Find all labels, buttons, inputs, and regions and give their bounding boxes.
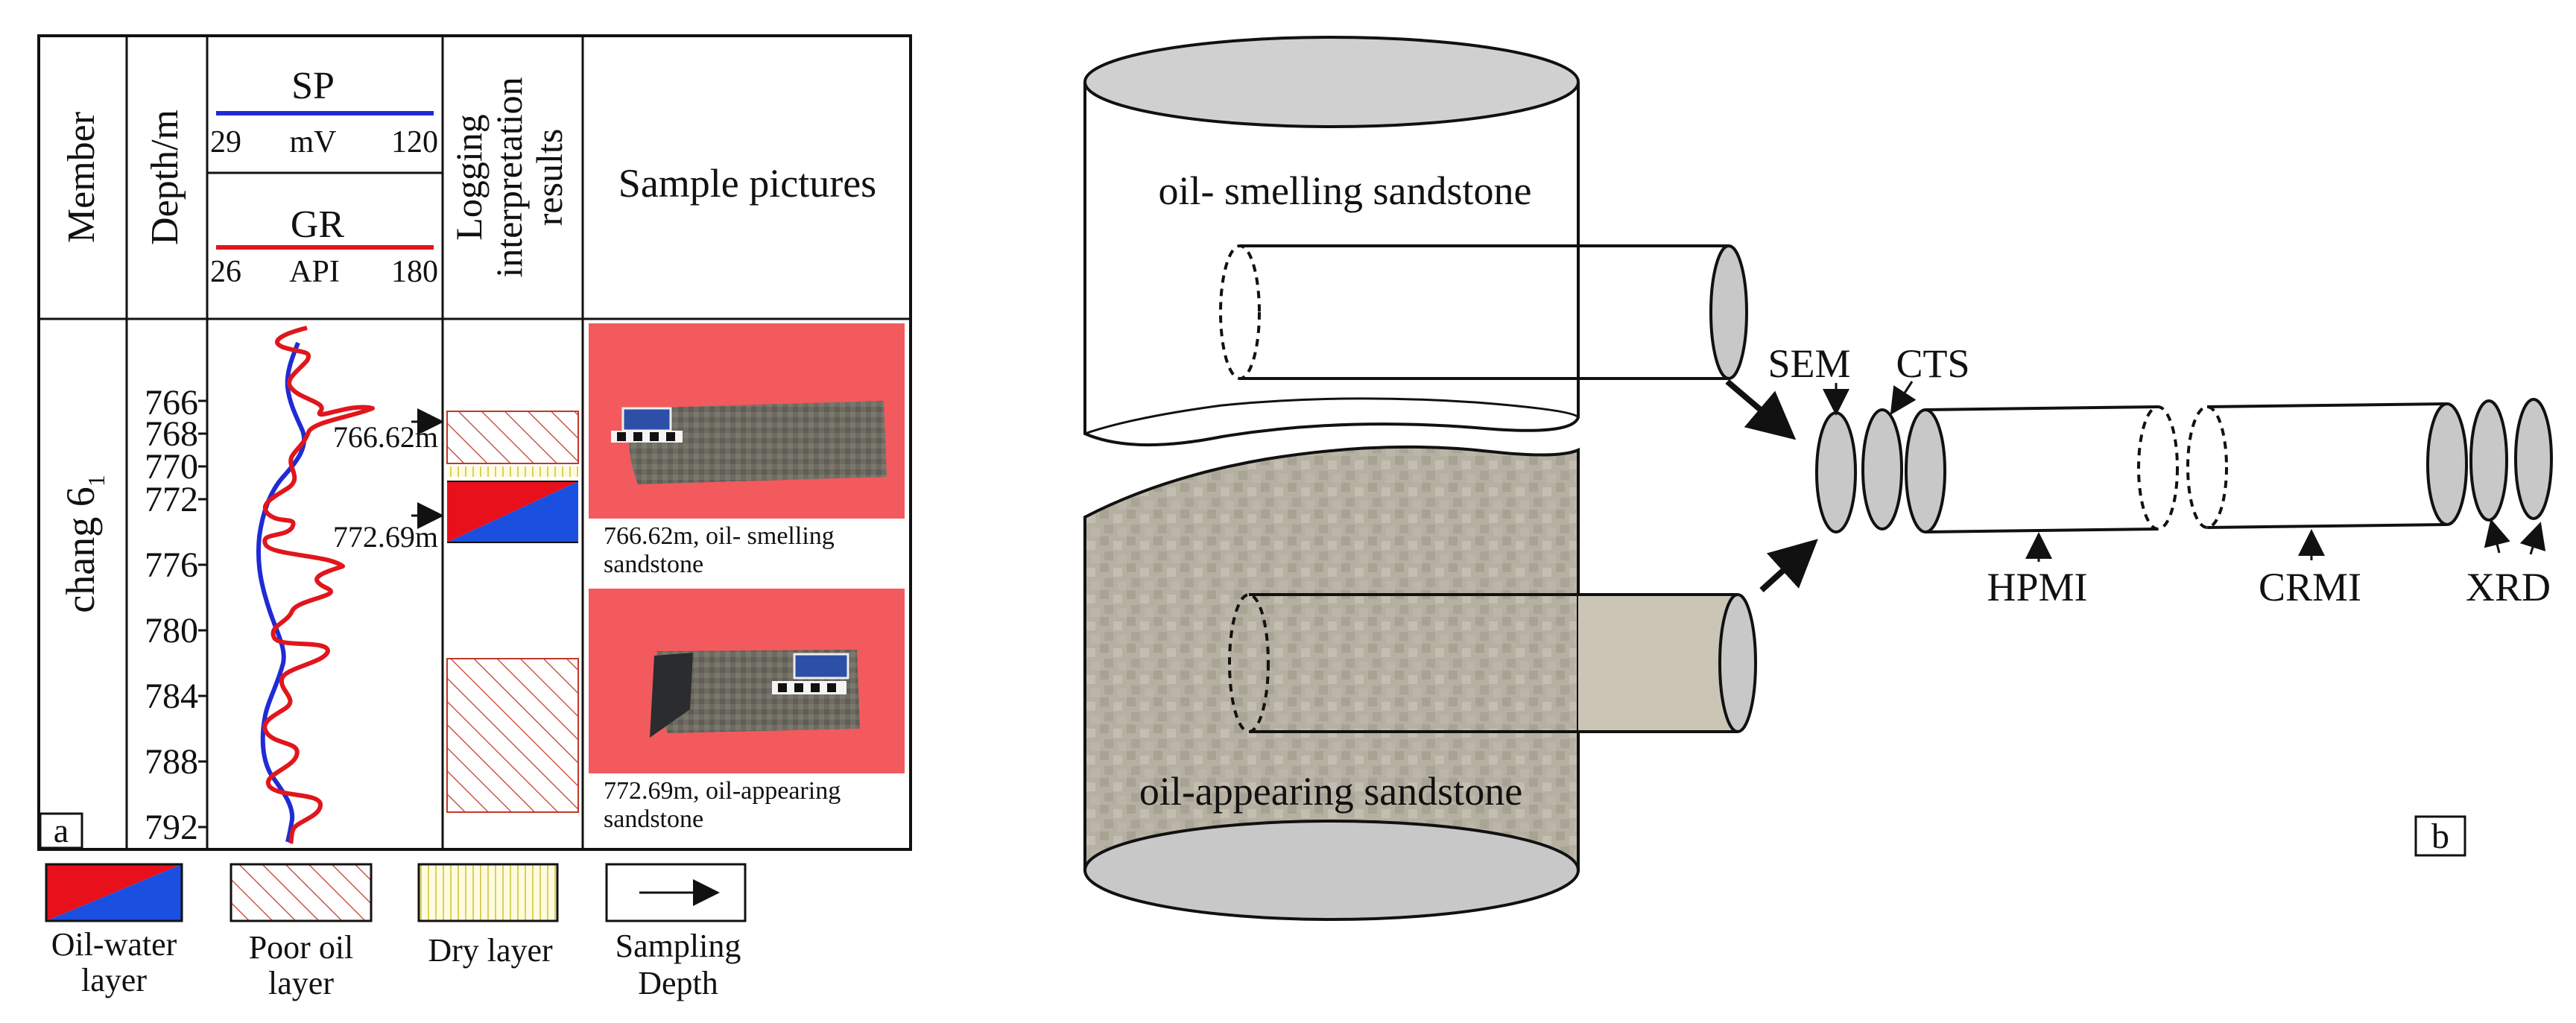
- depth-tick: 780: [145, 611, 198, 650]
- member-header: Member: [60, 112, 103, 243]
- legend-dry-layer: Dry layer: [417, 863, 559, 969]
- legend-poor-oil: Poor oil layer: [230, 863, 373, 1001]
- depth-axis: 766 768 770 772 776 780 784 788 792: [145, 383, 207, 847]
- gr-max: 180: [391, 255, 438, 289]
- cts-pointer: [1890, 381, 1917, 416]
- sp-unit: mV: [290, 125, 337, 159]
- logging-header-line1: Logging: [448, 114, 490, 240]
- method-label-xrd: XRD: [2466, 565, 2551, 609]
- logging-header-line2: interpretation: [488, 77, 530, 277]
- panel-b-label-box: [2414, 815, 2466, 857]
- poor-oil-layer-1: [446, 411, 579, 464]
- gr-min: 26: [210, 255, 241, 289]
- samples-header: Sample pictures: [618, 161, 876, 206]
- depth-tick: 766: [145, 383, 198, 422]
- method-label-hpmi: HPMI: [1987, 565, 2087, 609]
- legend-sampling-line2: Depth: [638, 965, 718, 1001]
- oil-water-layer-blue: [447, 481, 578, 542]
- legend-sampling-depth: Sampling Depth: [605, 863, 747, 1001]
- member-name: chang 61: [58, 475, 110, 612]
- sampling-depth-2: 772.69m: [333, 520, 438, 554]
- depth-tick: 792: [145, 808, 198, 847]
- sp-header: SP: [291, 65, 335, 107]
- depth-tick: 768: [145, 414, 198, 454]
- hpmi-sample: [1905, 405, 2179, 533]
- panel-a-label-box: [39, 812, 83, 849]
- method-label-sem: SEM: [1768, 341, 1850, 386]
- legend-poor-oil-line2: layer: [268, 965, 334, 1001]
- upper-core-cylinder: oil- smelling sandstone: [1083, 36, 1580, 447]
- cts-disc: [1861, 408, 1903, 530]
- upper-core-label: oil- smelling sandstone: [1159, 168, 1532, 213]
- depth-header: Depth/m: [144, 110, 186, 245]
- upper-to-discs-arrow: [1725, 379, 1797, 440]
- sample-caption-2-line1: 772.69m, oil-appearing: [604, 777, 841, 805]
- xrd-disc-2: [2514, 398, 2553, 520]
- lower-core-cylinder: oil-appearing sandstone: [1083, 445, 1580, 921]
- sample-photo-2: [589, 589, 905, 773]
- gr-unit: API: [289, 255, 340, 289]
- method-label-crmi: CRMI: [2259, 565, 2361, 609]
- depth-tick: 770: [145, 447, 198, 487]
- depth-tick: 776: [145, 545, 198, 585]
- legend-poor-oil-line1: Poor oil: [249, 929, 354, 966]
- sp-curve: [256, 341, 307, 843]
- depth-tick: 772: [145, 480, 198, 519]
- poor-oil-layer-2: [446, 658, 579, 813]
- xrd-pointer-2: [2519, 522, 2546, 555]
- panel-a-log-table: Member Depth/m SP 29 mV 120 GR 26 API 18…: [37, 34, 912, 851]
- sp-max: 120: [391, 125, 438, 159]
- sample-photo-1: [589, 323, 905, 519]
- sp-min: 29: [210, 125, 241, 159]
- sample-caption-1-line1: 766.62m, oil- smelling: [604, 522, 835, 550]
- xrd-disc-1: [2469, 399, 2508, 522]
- member-name-main: chang 6: [58, 487, 103, 612]
- legend-oil-water: Oil-water layer: [45, 863, 183, 998]
- depth-tick: 788: [145, 742, 198, 782]
- gr-curve: [262, 326, 375, 844]
- panel-b-label: b: [2431, 817, 2449, 856]
- sample-caption-2-line2: sandstone: [604, 805, 703, 833]
- sample-caption-1-line2: sandstone: [604, 551, 703, 578]
- lower-core-label: oil-appearing sandstone: [1139, 769, 1522, 814]
- crmi-sample: [2186, 402, 2468, 529]
- dry-layer-1: [447, 466, 578, 477]
- legend-oil-water-line1: Oil-water: [51, 926, 177, 963]
- legend-oil-water-line2: layer: [81, 962, 147, 998]
- depth-tick: 784: [145, 677, 198, 716]
- sem-disc: [1815, 411, 1857, 533]
- member-name-subscript: 1: [83, 475, 110, 487]
- legend: Oil-water layer Poor oil layer Dry layer…: [45, 863, 747, 1001]
- method-label-cts: CTS: [1896, 341, 1969, 386]
- legend-sampling-line1: Sampling: [615, 928, 741, 964]
- lower-plug: [1228, 593, 1757, 733]
- lower-to-discs-arrow: [1759, 539, 1818, 592]
- legend-dry-layer-line1: Dry layer: [428, 932, 553, 969]
- sampling-depth-1: 766.62m: [333, 420, 438, 454]
- upper-plug: [1219, 244, 1748, 380]
- logging-header-line3: results: [528, 129, 570, 227]
- panel-a-label: a: [54, 811, 69, 849]
- xrd-pointer-1: [2484, 519, 2510, 554]
- gr-header: GR: [291, 203, 345, 246]
- panel-b-diagram: oil- smelling sandstone oil-appearing sa…: [1083, 36, 2553, 921]
